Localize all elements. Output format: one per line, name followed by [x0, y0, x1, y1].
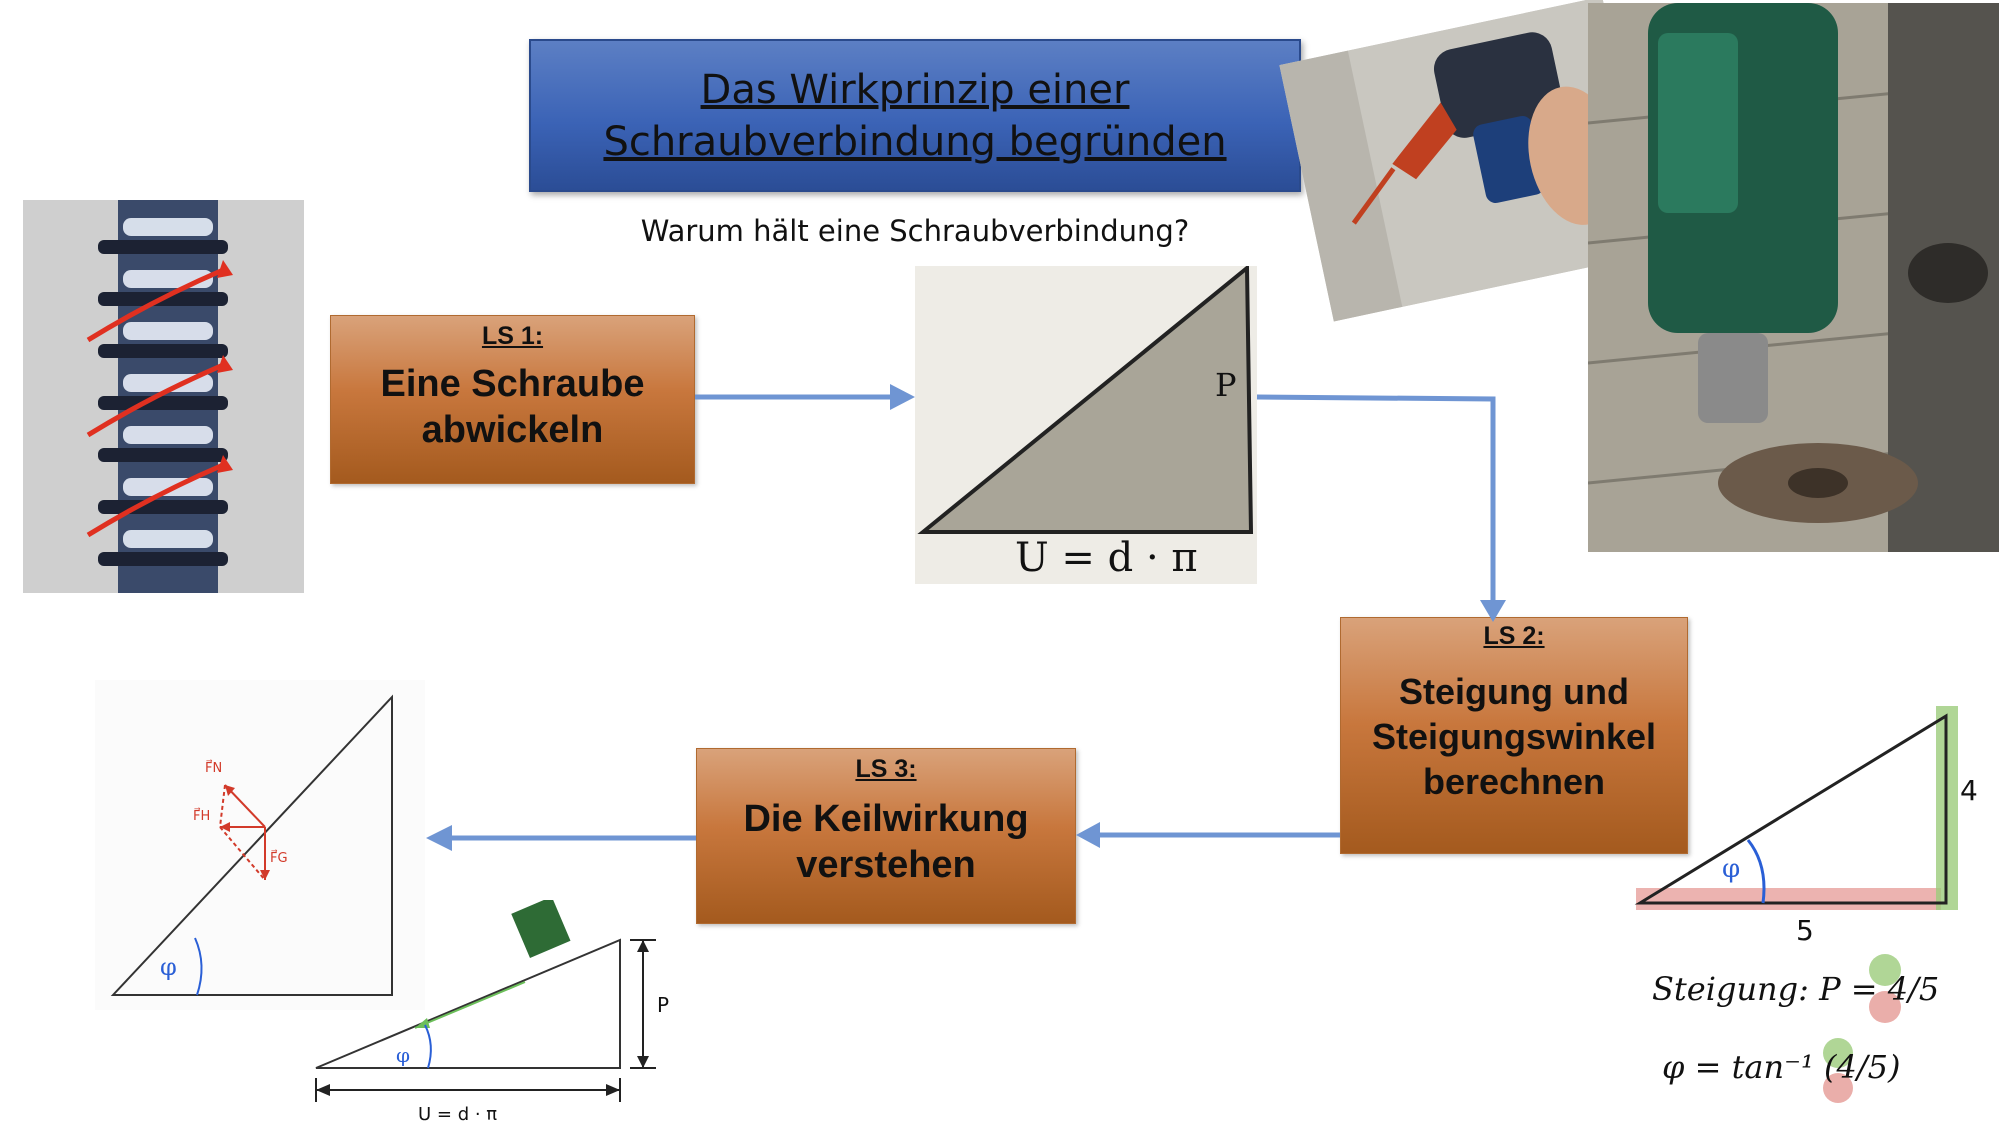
title-box: Das Wirkprinzip einer Schraubverbindung …: [529, 39, 1301, 192]
sliding-block: [511, 900, 571, 958]
wedge-force-h-label: F⃗H: [193, 808, 210, 824]
slope-formula-2: φ = tan⁻¹ (4/5): [1662, 1048, 1900, 1086]
ls3-text-1: Die Keilwirkung: [743, 798, 1029, 840]
screw-photo: [23, 200, 304, 593]
incline-height-label: P: [657, 993, 669, 1017]
impact-wrench-illustration: [1588, 3, 1999, 552]
ls3-text-2: verstehen: [796, 844, 976, 886]
ls3-box: LS 3: Die Keilwirkung verstehen: [696, 748, 1076, 924]
title-line-1: Das Wirkprinzip einer: [700, 66, 1130, 113]
arrow-triangle-to-ls2: [1256, 394, 1496, 605]
wedge-force-n-label: F⃗N: [205, 760, 222, 776]
title-line-2: Schraubverbindung begründen: [603, 118, 1227, 165]
slope-formula-1: Steigung: P = 4/5: [1652, 970, 1939, 1008]
ls1-text-1: Eine Schraube: [380, 363, 645, 405]
slope-base-label: 5: [1796, 914, 1814, 947]
wedge-force-sketch: φ F⃗N F⃗H F⃗G: [95, 680, 425, 1010]
unrolled-base-label: U = d · π: [1015, 535, 1198, 581]
wedge-force-g-label: F⃗G: [270, 850, 288, 866]
ls2-text-3: berechnen: [1422, 761, 1606, 802]
ls1-label: LS 1:: [481, 322, 544, 350]
ls2-text-1: Steigung und: [1399, 671, 1629, 712]
ls1-text-2: abwickeln: [421, 409, 604, 451]
ls2-label: LS 2:: [1483, 622, 1545, 650]
slope-calculation-sketch: φ 4 5 Steigung: P = 4/5 φ = tan⁻¹ (4/5): [1634, 706, 1978, 1103]
screw-illustration: [23, 200, 304, 593]
ls1-box: LS 1: Eine Schraube abwickeln: [330, 315, 695, 484]
incline-base-label: U = d · π: [418, 1104, 497, 1125]
unrolled-thread-photo: P U = d · π: [915, 266, 1257, 584]
unrolled-side-label: P: [1215, 366, 1237, 404]
ls2-box: LS 2: Steigung und Steigungswinkel berec…: [1340, 617, 1688, 854]
incline-angle-label: φ: [396, 1043, 410, 1067]
subtitle: Warum hält eine Schraubverbindung?: [640, 214, 1190, 248]
wedge-angle-label: φ: [160, 953, 177, 981]
slope-angle-label: φ: [1722, 854, 1740, 884]
ls3-label: LS 3:: [855, 755, 917, 783]
unrolled-triangle-sketch: P U = d · π: [917, 266, 1254, 581]
ls2-text-2: Steigungswinkel: [1371, 716, 1657, 757]
incline-sketch: φ P U = d · π: [315, 900, 669, 1125]
impact-wrench-photo: [1588, 3, 1999, 552]
slope-height-label: 4: [1960, 774, 1978, 807]
